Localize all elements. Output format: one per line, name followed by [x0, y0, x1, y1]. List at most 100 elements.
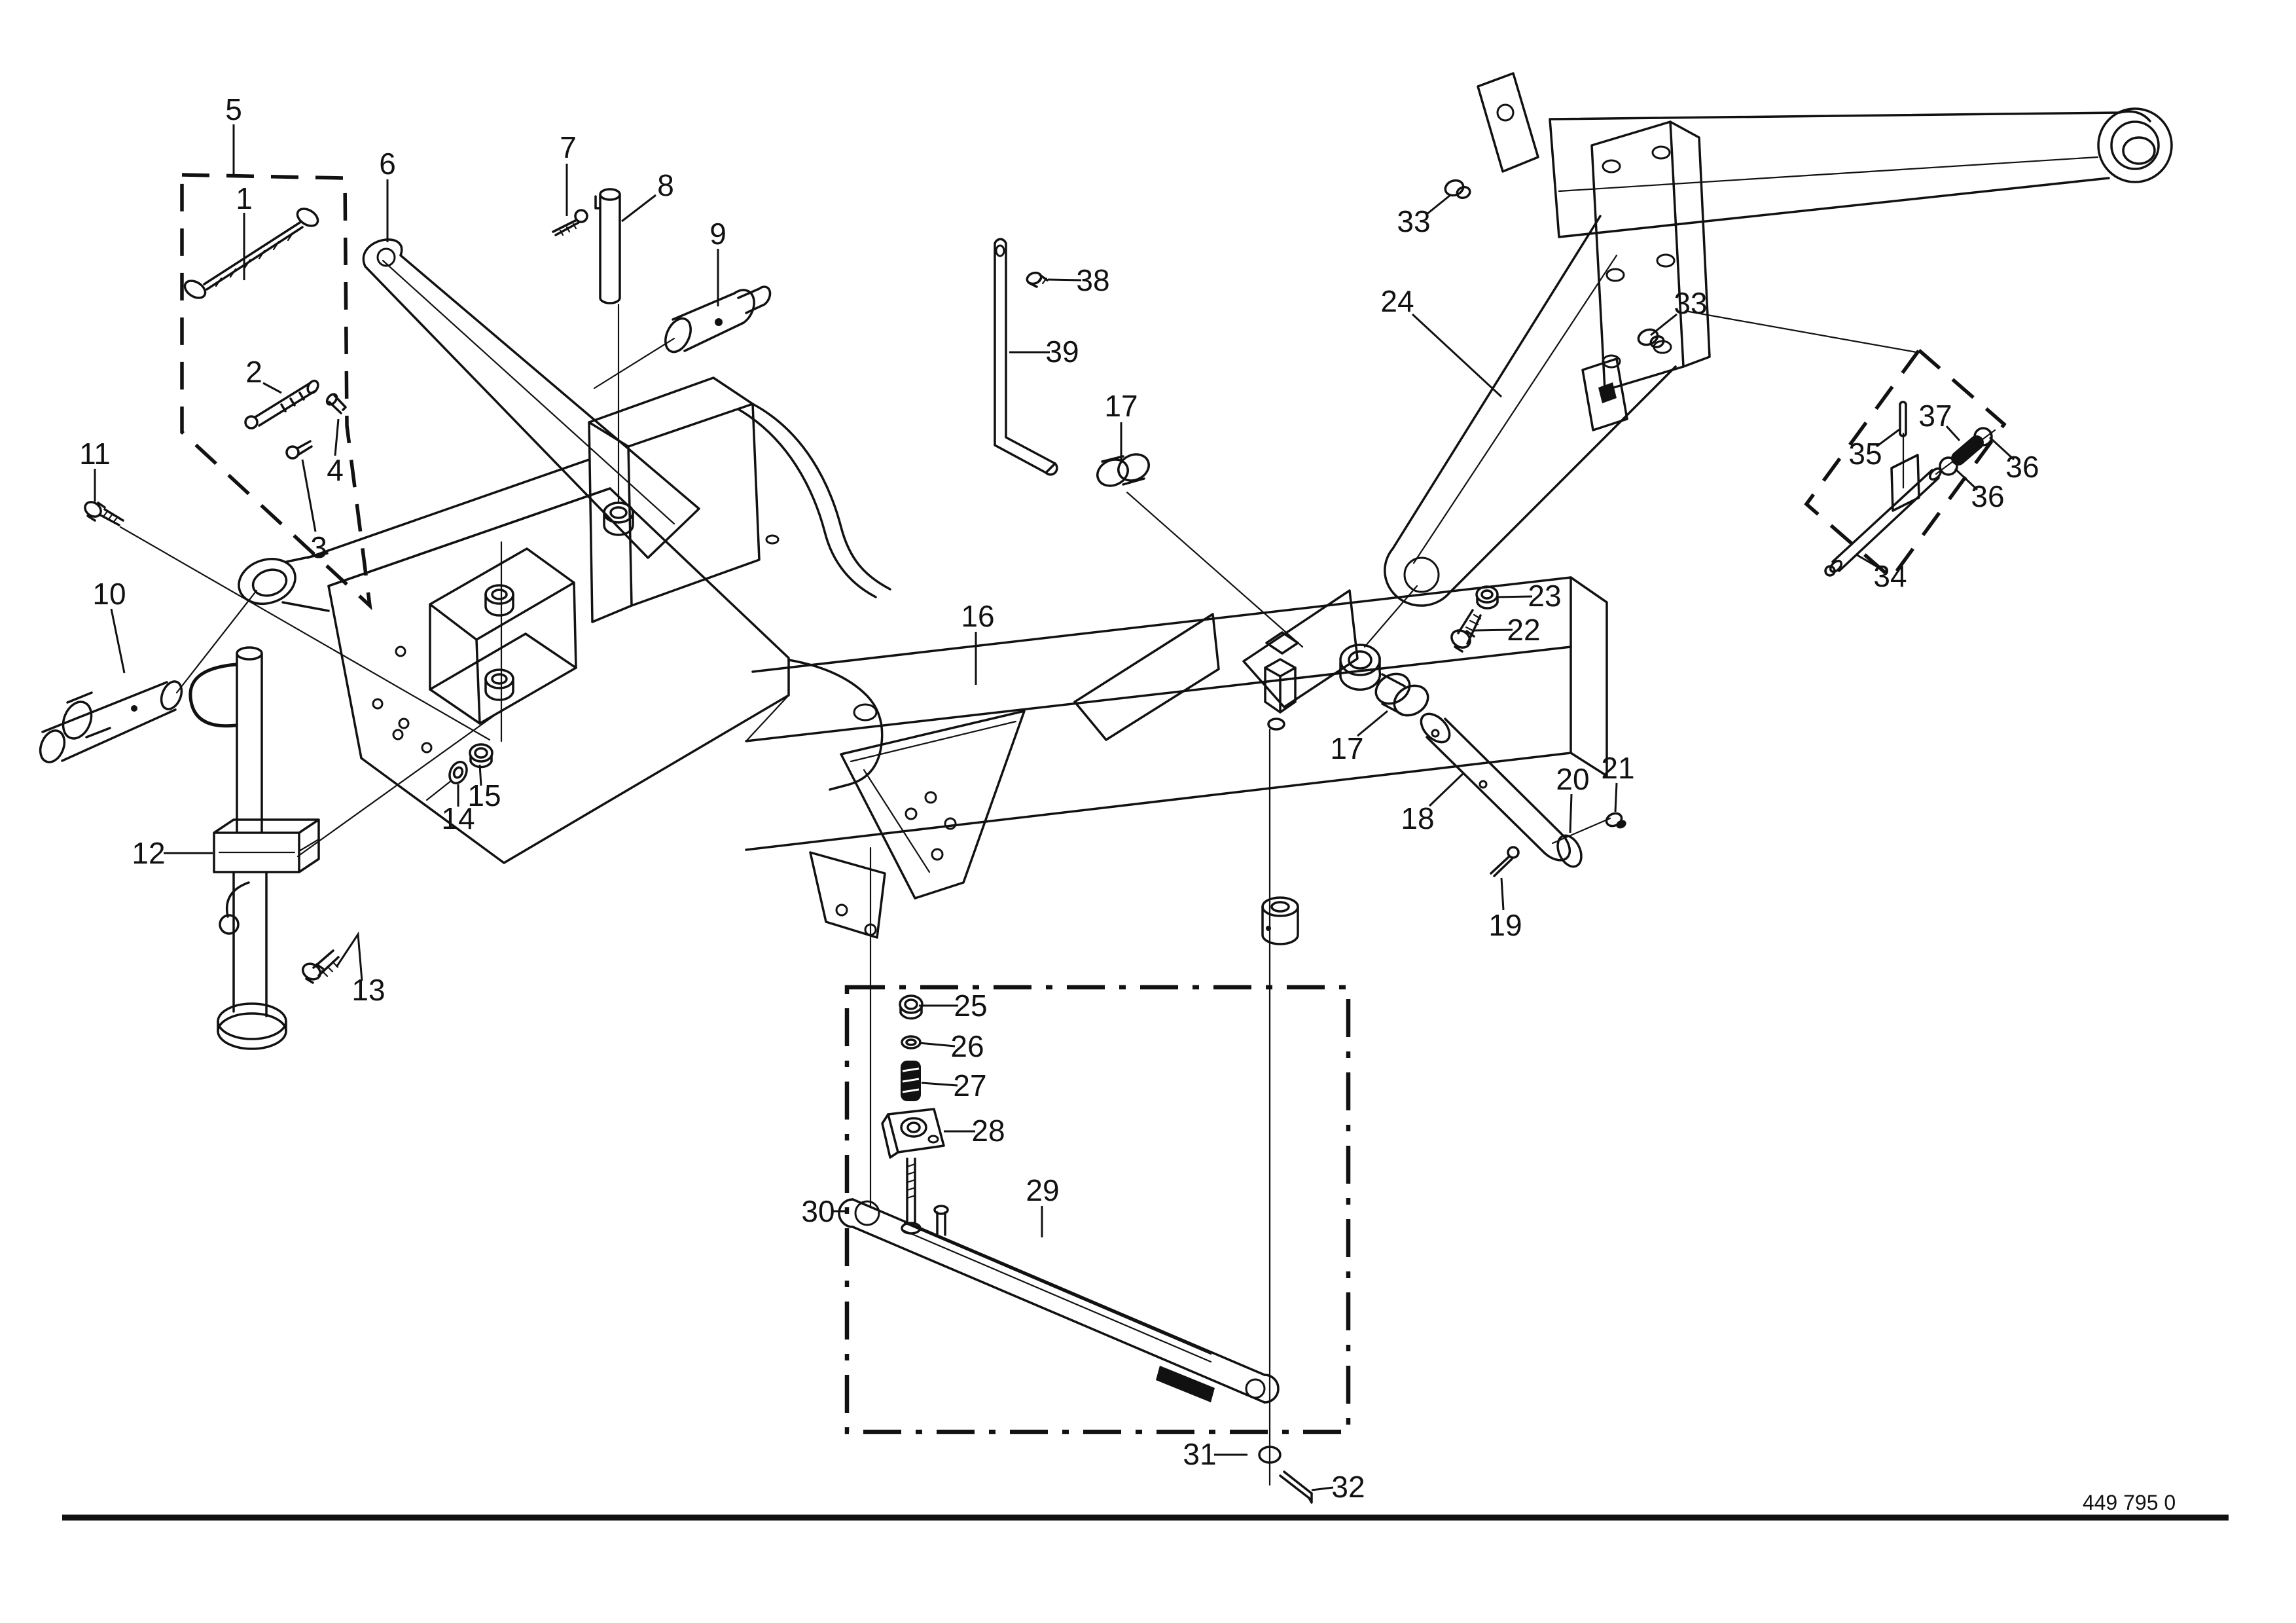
callout-leader-2-1	[262, 382, 282, 394]
callout-leader-36-37	[1988, 436, 2015, 461]
callout-label-10-9: 10	[92, 577, 126, 611]
part-33-cap-left	[1444, 179, 1471, 200]
callout-label-25-25: 25	[954, 989, 987, 1023]
callout-leader-24-24	[1411, 313, 1503, 398]
callout-label-24-24: 24	[1380, 284, 1414, 318]
callout-label-31-31: 31	[1183, 1437, 1216, 1471]
callout-label-19-19: 19	[1488, 908, 1522, 942]
part-20-ring	[1556, 834, 1583, 868]
part-28-clamp-block	[881, 1108, 945, 1159]
callout-leader-27-27	[921, 1082, 958, 1087]
callout-leader-37-39	[1945, 425, 1961, 442]
part-13-bolt	[301, 949, 340, 984]
part-19-cotter-pin	[1490, 846, 1520, 877]
callout-label-33-33: 33	[1397, 204, 1430, 238]
part-27-spring	[901, 1061, 921, 1101]
callout-label-32-32: 32	[1331, 1470, 1365, 1504]
callout-label-18-18: 18	[1401, 801, 1434, 835]
part-25-nut	[899, 994, 924, 1020]
part-8-pin	[594, 188, 621, 304]
part-18-pivot-pin	[1420, 712, 1571, 862]
group-30-box	[844, 985, 1351, 1434]
callout-leader-13-12	[335, 931, 363, 981]
callout-label-2-1: 2	[245, 355, 262, 389]
callout-label-35-36: 35	[1848, 437, 1882, 471]
part-11-bolt	[84, 501, 124, 526]
part-39-handle	[994, 238, 1058, 476]
callout-leader-4-3	[334, 418, 340, 456]
callout-leader-36-38	[1954, 467, 1979, 491]
callout-leader-18-18	[1428, 772, 1465, 807]
callout-leader-8-7	[621, 194, 656, 223]
callout-leader-26-26	[918, 1042, 956, 1048]
headstock-frame	[238, 376, 891, 939]
part-14-washer	[448, 761, 468, 784]
part-15-nut	[469, 743, 493, 769]
callout-label-16-15: 16	[961, 599, 994, 633]
part-36-ring-b	[1939, 456, 1958, 476]
callout-leader-3-2	[301, 459, 317, 532]
part-16-main-beam	[745, 576, 1608, 945]
part-24-arm-assembly	[1384, 72, 2173, 607]
callout-label-21-21: 21	[1601, 751, 1634, 785]
part-2-pin	[244, 379, 319, 429]
callout-label-5-4: 5	[225, 92, 242, 126]
part-10-tube	[39, 680, 183, 763]
part-34-rod	[1824, 467, 1942, 577]
callout-leader-32-32	[1311, 1486, 1334, 1491]
callout-leader-21-21	[1614, 782, 1618, 812]
callout-leader-35-36	[1876, 428, 1900, 448]
callout-label-9-8: 9	[709, 217, 726, 251]
part-32-cotter-pin	[1279, 1470, 1313, 1504]
callout-label-38-40: 38	[1076, 263, 1109, 297]
callout-label-36-37: 36	[2005, 450, 2039, 484]
callout-leader-17-17	[1357, 710, 1388, 737]
part-1-cable	[183, 208, 319, 299]
part-17-bushing-lower	[1374, 672, 1429, 717]
part-3-cotter-pin	[285, 440, 313, 460]
callout-label-33-34: 33	[1674, 286, 1707, 320]
callout-label-28-28: 28	[971, 1114, 1005, 1148]
callout-label-4-3: 4	[327, 453, 344, 487]
part-33-cap-right	[1637, 328, 1665, 349]
reference-number: 449 795 0	[2083, 1491, 2176, 1514]
group-34-37-dashed-box	[1804, 347, 2007, 581]
callout-label-8-7: 8	[657, 168, 674, 202]
part-17-bushing-upper	[1096, 453, 1150, 487]
callout-leader-20-20	[1569, 793, 1573, 833]
callout-label-36-38: 36	[1971, 479, 2004, 513]
callout-label-26-26: 26	[950, 1029, 984, 1063]
callout-label-34-35: 34	[1873, 559, 1907, 593]
callout-label-11-10: 11	[79, 437, 111, 471]
callout-label-13-12: 13	[351, 973, 385, 1007]
callout-leader-19-19	[1500, 877, 1505, 911]
callout-label-22-22: 22	[1507, 613, 1540, 647]
callout-label-6-5: 6	[379, 147, 396, 181]
part-9-bushing-pin	[664, 285, 772, 354]
callout-label-1-0: 1	[236, 181, 253, 215]
callout-leader-33-33	[1426, 194, 1451, 215]
callout-leader-23-23	[1496, 595, 1533, 598]
callout-label-23-23: 23	[1528, 579, 1561, 613]
callout-leader-15-14	[478, 764, 482, 786]
part-4-pin	[325, 393, 347, 414]
callout-label-15-14: 15	[467, 778, 501, 812]
assembly-axis-lines	[119, 303, 1996, 1486]
callout-label-30-30: 30	[801, 1194, 834, 1228]
part-23-nut	[1475, 585, 1499, 610]
part-38-screw	[1026, 271, 1049, 288]
callout-leader-33-34	[1650, 313, 1677, 337]
callout-label-27-27: 27	[953, 1068, 986, 1103]
jack-stand	[188, 646, 320, 1050]
part-21-cap	[1605, 812, 1626, 829]
callout-label-14-13: 14	[441, 801, 475, 835]
group-5-dashed-box	[180, 173, 372, 611]
callout-label-39-41: 39	[1045, 335, 1079, 369]
part-29-adjuster-bar	[838, 1198, 1280, 1404]
callout-leader-10-9	[110, 608, 126, 674]
callout-label-17-17: 17	[1330, 731, 1363, 765]
callout-label-17-16: 17	[1104, 389, 1138, 423]
